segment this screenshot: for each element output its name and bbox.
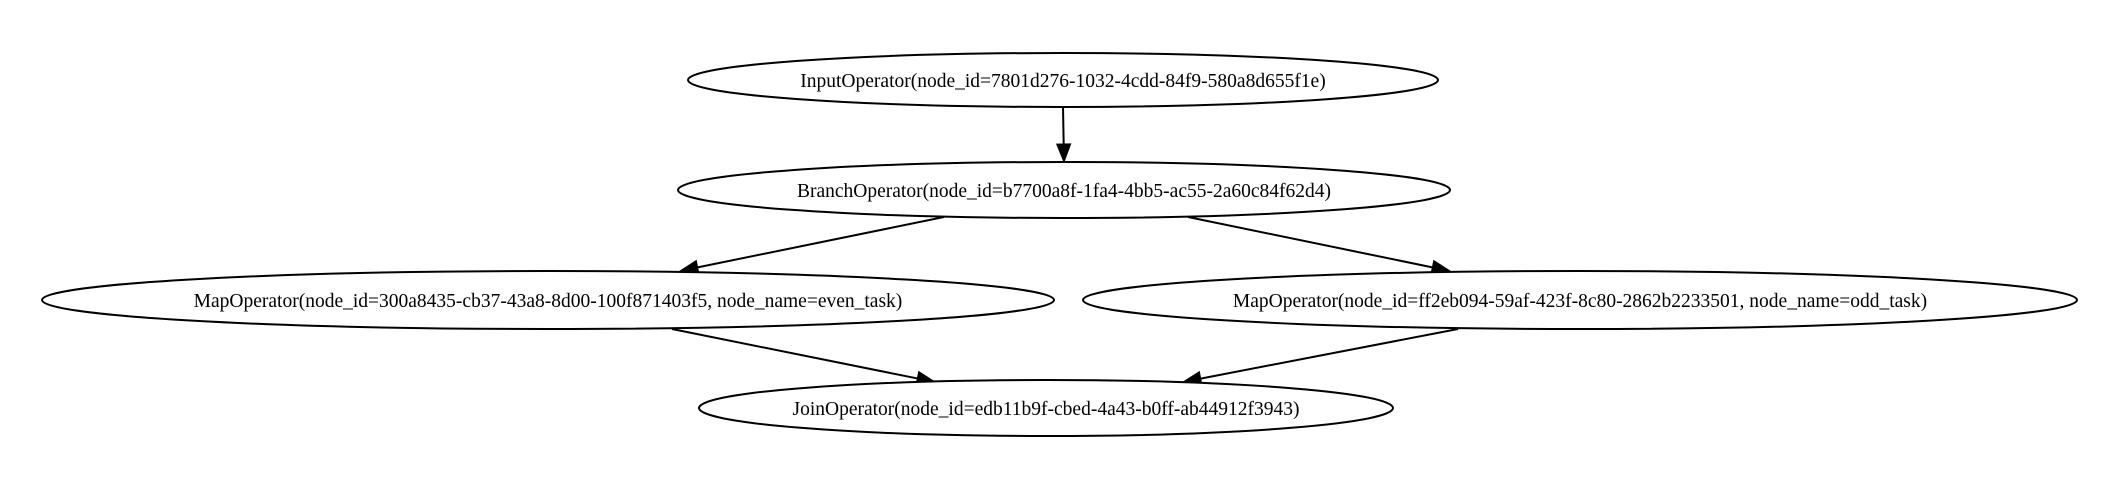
edge-map_odd-to-join [1200, 328, 1459, 380]
edge-input-to-branch [1062, 106, 1065, 145]
node-join-label: JoinOperator(node_id=edb11b9f-cbed-4a43-… [792, 399, 1299, 420]
node-join-ellipse [698, 379, 1394, 437]
node-map-odd: MapOperator(node_id=ff2eb094-59af-423f-8… [1082, 270, 2078, 330]
node-branch-label: BranchOperator(node_id=b7700a8f-1fa4-4bb… [797, 181, 1331, 202]
edge-branch-to-map_odd [1187, 216, 1433, 269]
node-input: InputOperator(node_id=7801d276-1032-4cdd… [687, 52, 1439, 108]
node-map-odd-label: MapOperator(node_id=ff2eb094-59af-423f-8… [1233, 291, 1927, 312]
node-map-even-label: MapOperator(node_id=300a8435-cb37-43a8-8… [194, 291, 903, 312]
node-map-odd-ellipse [1082, 270, 2078, 330]
edges-layer [671, 106, 1459, 387]
node-input-label: InputOperator(node_id=7801d276-1032-4cdd… [800, 71, 1325, 92]
node-join: JoinOperator(node_id=edb11b9f-cbed-4a43-… [698, 379, 1394, 437]
edge-branch-to-map_even [697, 216, 945, 269]
node-map-even: MapOperator(node_id=300a8435-cb37-43a8-8… [41, 270, 1055, 330]
arrowhead-input-to-branch [1055, 143, 1072, 164]
node-input-ellipse [687, 52, 1439, 108]
node-branch: BranchOperator(node_id=b7700a8f-1fa4-4bb… [677, 161, 1451, 219]
edge-map_even-to-join [671, 328, 918, 380]
node-branch-ellipse [677, 161, 1451, 219]
node-map-even-ellipse [41, 270, 1055, 330]
